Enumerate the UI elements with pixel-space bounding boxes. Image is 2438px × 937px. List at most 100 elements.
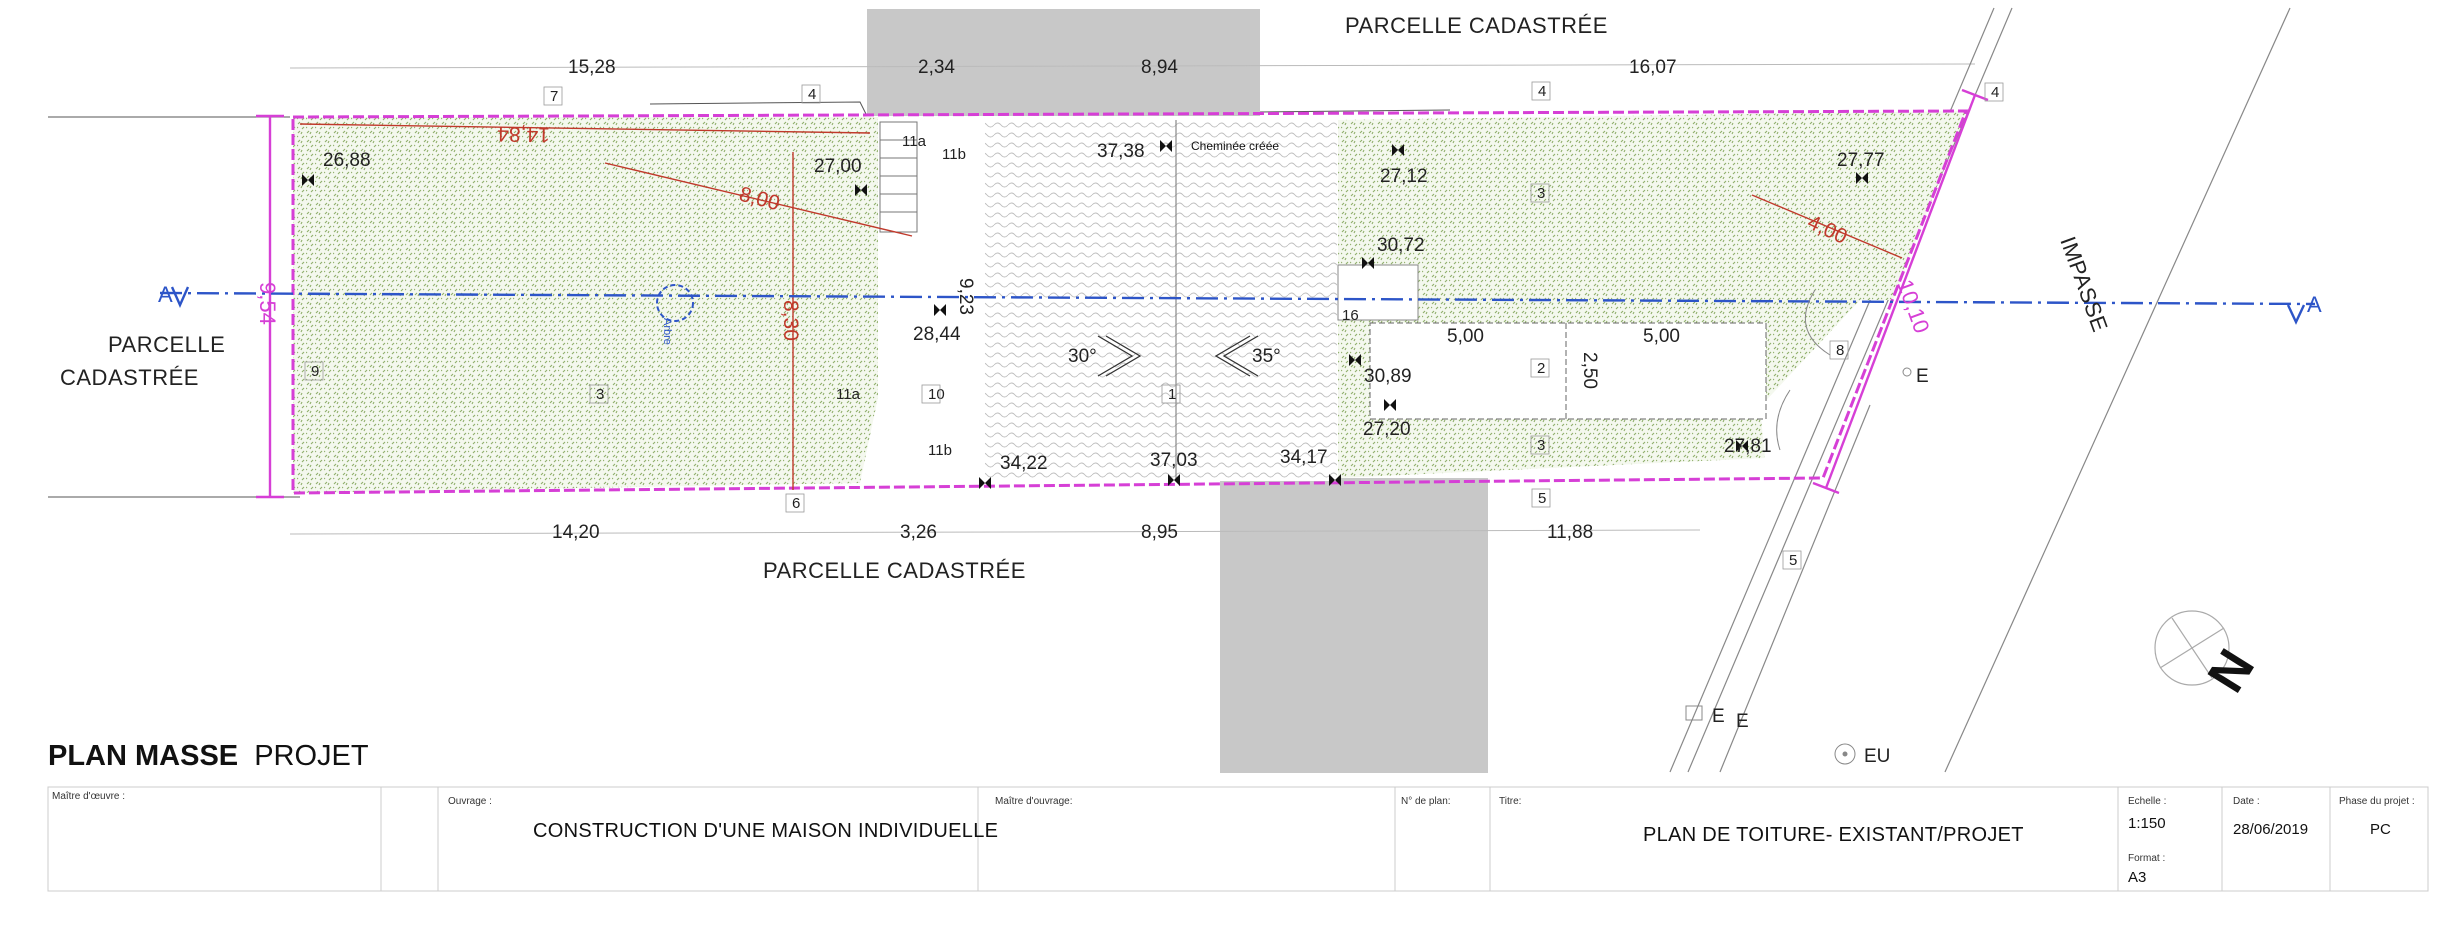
tb-titre-value: PLAN DE TOITURE- EXISTANT/PROJET (1643, 824, 2024, 846)
tree-icon (656, 284, 694, 322)
label-8: 8 (1836, 342, 1844, 359)
label-5a: 5 (1538, 490, 1546, 507)
red-dim-diag: 14,84 (497, 122, 550, 146)
dim-garage-w2: 5,00 (1643, 326, 1680, 347)
label-3-low: 3 (1537, 437, 1545, 454)
alt-7: 28,44 (913, 324, 961, 345)
alt-4: 27,12 (1380, 166, 1428, 187)
tb-maitre-oeuvre-label: Maître d'œuvre : (52, 791, 125, 802)
title-block (47, 786, 2429, 892)
magenta-dim-right: 10,10 (1892, 276, 1934, 336)
compass-icon (2154, 610, 2230, 686)
dim-top-2: 2,34 (918, 57, 955, 78)
label-1: 1 (1168, 386, 1176, 403)
alt-11: 34,22 (1000, 453, 1048, 474)
label-4b: 4 (1538, 83, 1546, 100)
parcel-left-label-2: CADASTRÉE (60, 365, 199, 390)
red-dims (299, 123, 1903, 490)
label-7: 7 (550, 88, 558, 105)
parcel-boundary (291, 109, 1969, 495)
zone-numbers: 7 4 4 4 11a 11b 3 9 11a 10 11b 6 1 3 16 … (311, 83, 1999, 569)
network-e1: E (1916, 366, 1929, 387)
alt-13: 34,17 (1280, 447, 1328, 468)
chimney-label: Cheminée créée (1191, 139, 1279, 153)
tb-echelle-label: Echelle : (2128, 796, 2166, 807)
garden-lawn (293, 117, 912, 493)
tb-ouvrage-value: CONSTRUCTION D'UNE MAISON INDIVIDUELLE (533, 820, 998, 842)
roof-arrows (1097, 335, 1259, 377)
alt-6: 30,72 (1377, 235, 1425, 256)
neighbour-lines (48, 101, 1451, 498)
label-16: 16 (1342, 307, 1359, 324)
label-6: 6 (792, 495, 800, 512)
label-11b-top: 11b (942, 146, 966, 163)
road-label: IMPASSE (2055, 233, 2113, 335)
magenta-dims (256, 88, 1989, 499)
dim-bottom-4: 11,88 (1547, 522, 1593, 543)
label-9: 9 (311, 363, 319, 380)
parcel-left-label-1: PARCELLE (108, 332, 225, 357)
heading: PLAN MASSE PROJET (48, 740, 369, 772)
dim-garage-w1: 5,00 (1447, 326, 1484, 347)
heading-bold: PLAN MASSE (48, 740, 238, 772)
dim-stair: 9,23 (955, 278, 976, 315)
alt-12: 37,03 (1150, 450, 1198, 471)
heading-light: PROJET (254, 740, 369, 772)
tb-phase-label: Phase du projet : (2339, 796, 2415, 807)
label-11a-top: 11a (902, 133, 927, 150)
dim-bottom-1: 14,20 (552, 522, 600, 543)
parcel-bottom-label: PARCELLE CADASTRÉE (763, 558, 1026, 583)
adjacent-building-top (867, 9, 1260, 116)
section-mark-left: A (158, 282, 173, 307)
section-line (159, 286, 2316, 325)
adjacent-building-bottom (1220, 478, 1488, 773)
alt-1: 26,88 (323, 150, 371, 171)
section-mark-right: A (2307, 292, 2322, 317)
dim-garage-h: 2,50 (1579, 352, 1600, 389)
network-eu: EU (1864, 746, 1890, 767)
terrace-zone (1337, 264, 1419, 321)
network-e2: E (1712, 706, 1725, 727)
label-11b-bottom: 11b (928, 442, 952, 459)
roof-angle-left: 30° (1068, 346, 1097, 367)
alt-10: 27,81 (1724, 436, 1772, 457)
tb-format-label: Format : (2128, 853, 2165, 864)
tb-date-label: Date : (2233, 796, 2260, 807)
label-boxes (304, 81, 2004, 570)
tb-titre-label: Titre: (1499, 796, 1521, 807)
dim-bottom-2: 3,26 (900, 522, 937, 543)
alt-9: 27,20 (1363, 419, 1411, 440)
tb-phase-value: PC (2370, 821, 2391, 838)
tb-echelle-value: 1:150 (2128, 815, 2166, 832)
red-dim-vertical: 8,30 (779, 300, 802, 341)
label-10: 10 (928, 386, 945, 403)
alt-5: 27,77 (1837, 150, 1885, 171)
stairs (879, 121, 918, 233)
alt-2: 27,00 (814, 156, 862, 177)
network-symbols (1685, 289, 1912, 765)
garage-zone (1369, 322, 1767, 420)
label-4a: 4 (808, 86, 816, 103)
alt-8: 30,89 (1364, 366, 1412, 387)
tb-ouvrage-label: Ouvrage : (448, 796, 492, 807)
tb-format-value: A3 (2128, 869, 2146, 886)
tb-date-value: 28/06/2019 (2233, 821, 2308, 838)
magenta-dim-left: 9,54 (255, 282, 280, 325)
label-2: 2 (1537, 360, 1545, 377)
roof-angle-right: 35° (1252, 346, 1281, 367)
parcel-top-label: PARCELLE CADASTRÉE (1345, 13, 1608, 38)
label-4c: 4 (1991, 84, 1999, 101)
dim-top-4: 16,07 (1629, 57, 1677, 78)
tree-label: Arbre (661, 318, 673, 345)
label-5b: 5 (1789, 552, 1797, 569)
dim-top-1: 15,28 (568, 57, 616, 78)
tb-maitre-ouvrage-label: Maître d'ouvrage: (995, 796, 1073, 807)
alt-3: 37,38 (1097, 141, 1145, 162)
tb-plan-no-label: N° de plan: (1401, 796, 1451, 807)
dim-top-3: 8,94 (1141, 57, 1178, 78)
label-3-right: 3 (1537, 185, 1545, 202)
dim-bottom-3: 8,95 (1141, 522, 1178, 543)
dimension-lines (289, 63, 1976, 535)
north-arrow: N (2197, 640, 2266, 703)
